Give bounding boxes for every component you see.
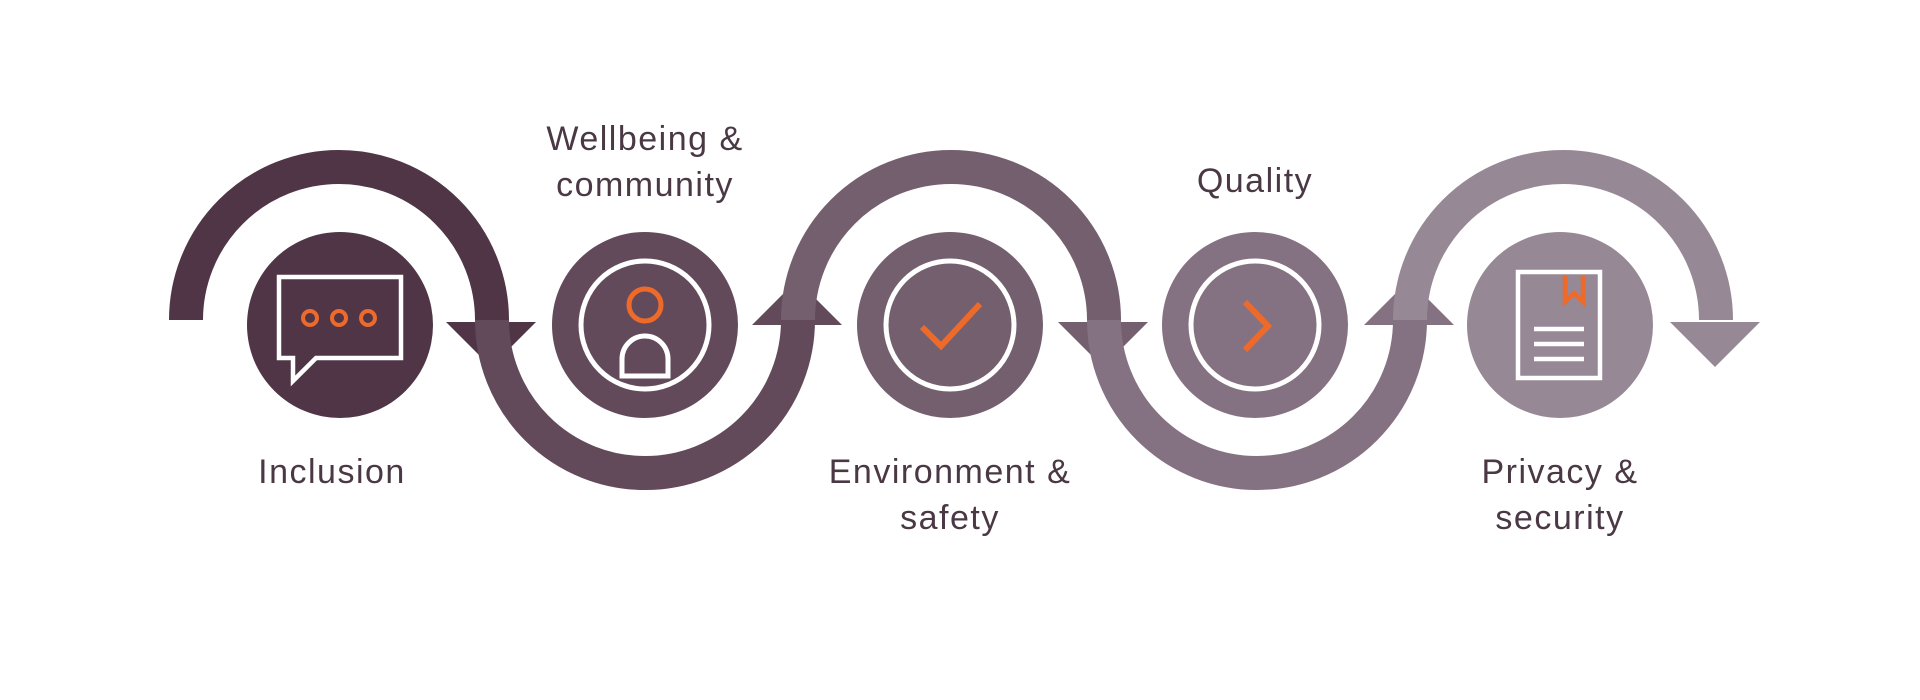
step-label: security xyxy=(1495,499,1624,537)
step-label: Environment & xyxy=(829,453,1072,491)
step-label: Inclusion xyxy=(258,453,406,491)
speech-bubble-icon xyxy=(276,274,404,387)
step-circle xyxy=(1467,232,1653,418)
step-label: safety xyxy=(900,499,1000,537)
step-label: community xyxy=(556,166,734,204)
flow-arc-1 xyxy=(169,150,509,321)
step-environment-safety: Environment & safety xyxy=(829,232,1072,537)
step-inner-ring xyxy=(578,258,712,392)
step-inner-ring xyxy=(1188,258,1322,392)
step-inner-ring xyxy=(883,258,1017,392)
step-label: Quality xyxy=(1197,162,1313,200)
flow-arc-4 xyxy=(1087,319,1427,490)
flow-arc-5 xyxy=(1393,150,1733,321)
step-quality: Quality xyxy=(1162,162,1348,418)
step-wellbeing-community: Wellbeing & community xyxy=(546,120,743,418)
flow-arc-3 xyxy=(781,150,1121,321)
step-label: Privacy & xyxy=(1481,453,1638,491)
step-inclusion: Inclusion xyxy=(247,232,433,491)
document-icon xyxy=(1515,269,1603,381)
chevron-right-icon xyxy=(1242,299,1273,353)
checkmark-icon xyxy=(919,301,983,351)
person-icon xyxy=(619,286,671,379)
step-privacy-security: Privacy & security xyxy=(1467,232,1653,537)
step-label: Wellbeing & xyxy=(546,120,743,158)
flow-arrow-5 xyxy=(1670,322,1760,367)
flow-arc-2 xyxy=(475,319,815,490)
